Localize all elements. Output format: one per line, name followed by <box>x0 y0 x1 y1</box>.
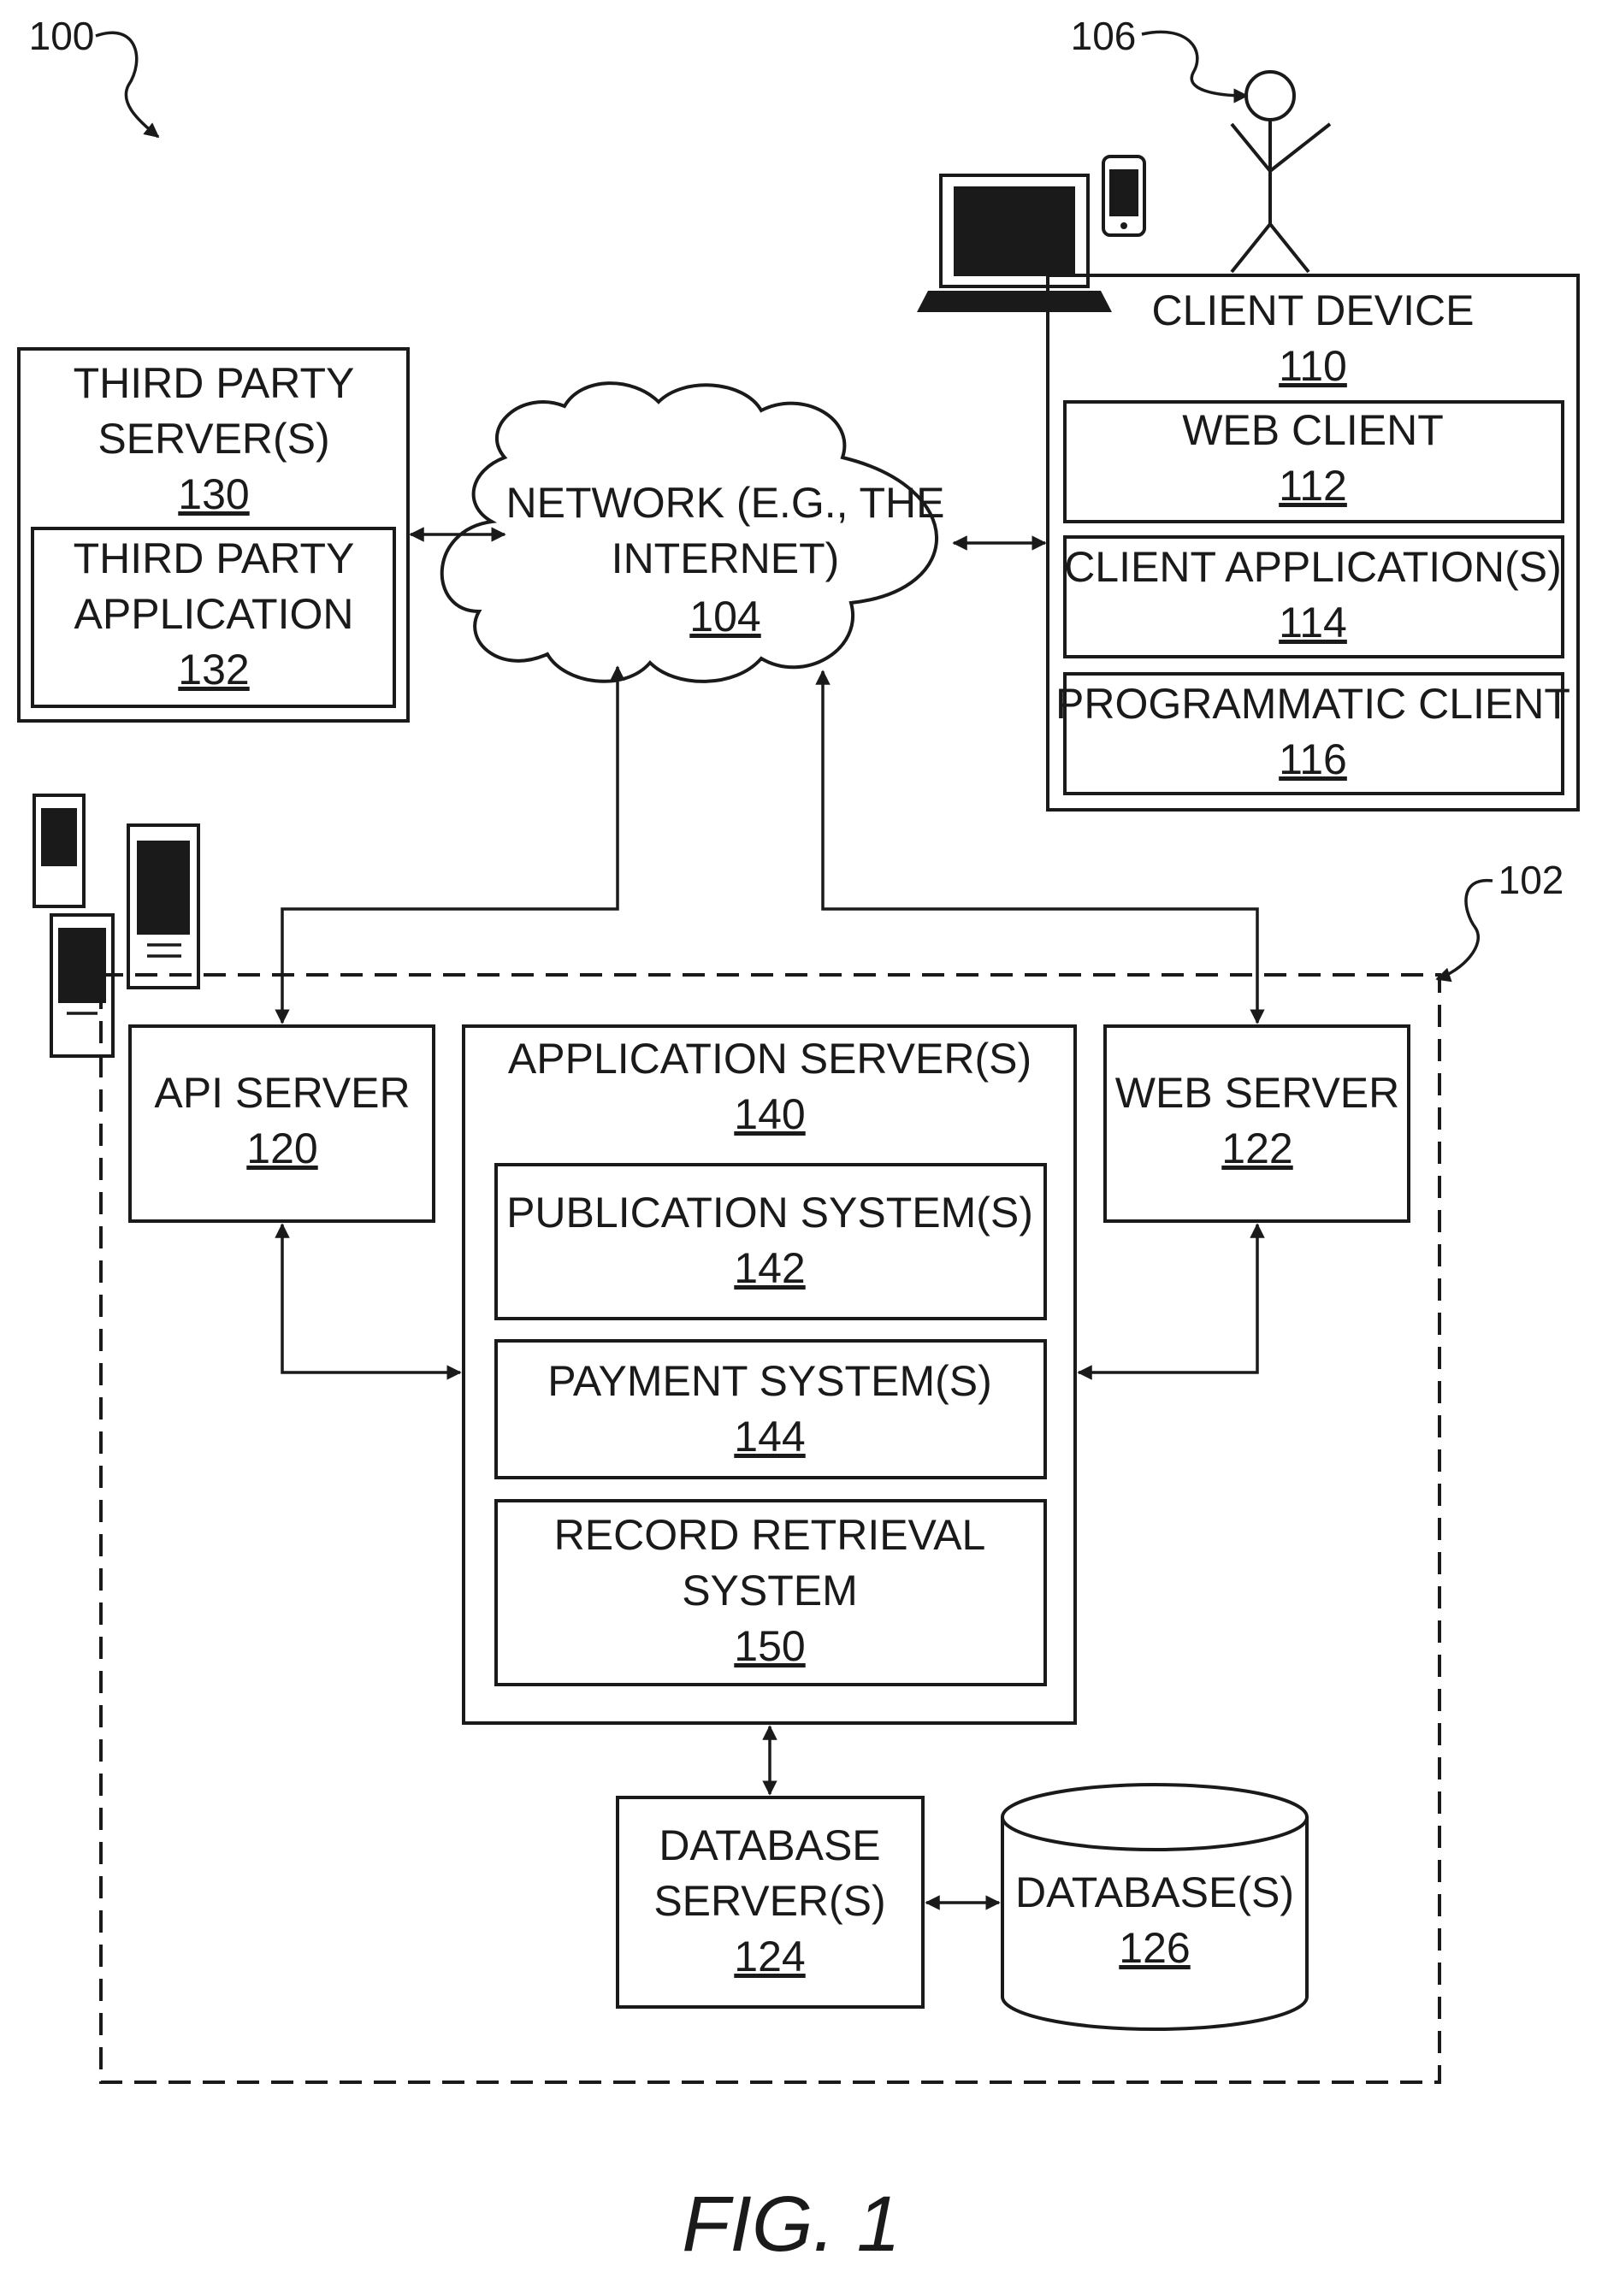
web-client-label: WEB CLIENT <box>1182 406 1444 454</box>
web-server-ref-number: 122 <box>1221 1124 1292 1172</box>
record-ref-number: 150 <box>734 1622 805 1670</box>
smartphone-icon <box>1103 156 1144 235</box>
laptop-icon <box>917 175 1112 312</box>
databases-ref-number: 126 <box>1119 1924 1190 1972</box>
third-party-application-box: THIRD PARTY APPLICATION 132 <box>33 528 394 706</box>
ref-102-label: 102 <box>1499 858 1564 902</box>
ref-100-label: 100 <box>29 14 95 58</box>
client-device-label: CLIENT DEVICE <box>1152 286 1475 334</box>
db-server-line1: DATABASE <box>659 1821 880 1869</box>
web-client-box: WEB CLIENT 112 <box>1065 402 1563 522</box>
third-party-app-line2: APPLICATION <box>74 590 354 638</box>
databases-label: DATABASE(S) <box>1015 1868 1294 1916</box>
server-tower-icons <box>34 795 198 1056</box>
record-retrieval-system-box: RECORD RETRIEVAL SYSTEM 150 <box>496 1501 1045 1685</box>
ref-100: 100 <box>29 14 158 137</box>
client-application-box: CLIENT APPLICATION(S) 114 <box>1064 537 1563 657</box>
user-icon <box>1232 72 1330 272</box>
payment-ref-number: 144 <box>734 1413 805 1461</box>
connector-api-app <box>282 1225 460 1372</box>
server-tower-icon <box>128 825 198 988</box>
third-party-server-line2: SERVER(S) <box>98 415 329 463</box>
db-server-line2: SERVER(S) <box>653 1877 885 1925</box>
record-line2: SYSTEM <box>682 1567 858 1614</box>
api-server-label: API SERVER <box>154 1069 410 1117</box>
web-server-label: WEB SERVER <box>1115 1069 1400 1117</box>
third-party-server-ref-number: 130 <box>178 470 249 518</box>
network-label-line1: NETWORK (E.G., THE <box>506 479 945 527</box>
payment-system-box: PAYMENT SYSTEM(S) 144 <box>496 1341 1045 1478</box>
server-tower-icon <box>34 795 84 906</box>
figure-label: FIG. 1 <box>682 2181 901 2268</box>
ref-106-label: 106 <box>1071 14 1137 58</box>
client-app-ref-number: 114 <box>1279 599 1347 646</box>
network-cloud: NETWORK (E.G., THE INTERNET) 104 <box>442 383 945 682</box>
third-party-app-line1: THIRD PARTY <box>74 534 355 582</box>
client-app-label: CLIENT APPLICATION(S) <box>1064 543 1562 591</box>
programmatic-client-box: PROGRAMMATIC CLIENT 116 <box>1055 674 1570 794</box>
api-server-ref-number: 120 <box>246 1124 317 1172</box>
web-client-ref-number: 112 <box>1279 462 1347 510</box>
payment-label: PAYMENT SYSTEM(S) <box>547 1357 992 1405</box>
database-cylinder-icon: DATABASE(S) 126 <box>1002 1785 1307 2029</box>
programmatic-client-ref-number: 116 <box>1279 735 1347 783</box>
publication-label: PUBLICATION SYSTEM(S) <box>506 1189 1033 1237</box>
publication-system-box: PUBLICATION SYSTEM(S) 142 <box>496 1165 1045 1319</box>
ref-102: 102 <box>1437 858 1564 979</box>
third-party-server-line1: THIRD PARTY <box>74 359 355 407</box>
db-server-ref-number: 124 <box>734 1933 805 1980</box>
client-device-ref-number: 110 <box>1279 342 1347 390</box>
server-tower-icon <box>51 915 113 1056</box>
programmatic-client-label: PROGRAMMATIC CLIENT <box>1055 680 1570 728</box>
ref-106: 106 <box>1071 14 1247 96</box>
network-label-line2: INTERNET) <box>612 534 840 582</box>
connector-web-app <box>1079 1225 1257 1372</box>
third-party-app-ref-number: 132 <box>178 646 249 694</box>
web-server-box: WEB SERVER 122 <box>1105 1026 1409 1221</box>
publication-ref-number: 142 <box>734 1244 805 1292</box>
api-server-box: API SERVER 120 <box>130 1026 434 1221</box>
record-line1: RECORD RETRIEVAL <box>554 1511 986 1559</box>
database-server-box: DATABASE SERVER(S) 124 <box>618 1797 923 2007</box>
app-server-label: APPLICATION SERVER(S) <box>508 1035 1032 1083</box>
network-ref-number: 104 <box>689 593 760 640</box>
app-server-ref-number: 140 <box>734 1090 805 1138</box>
